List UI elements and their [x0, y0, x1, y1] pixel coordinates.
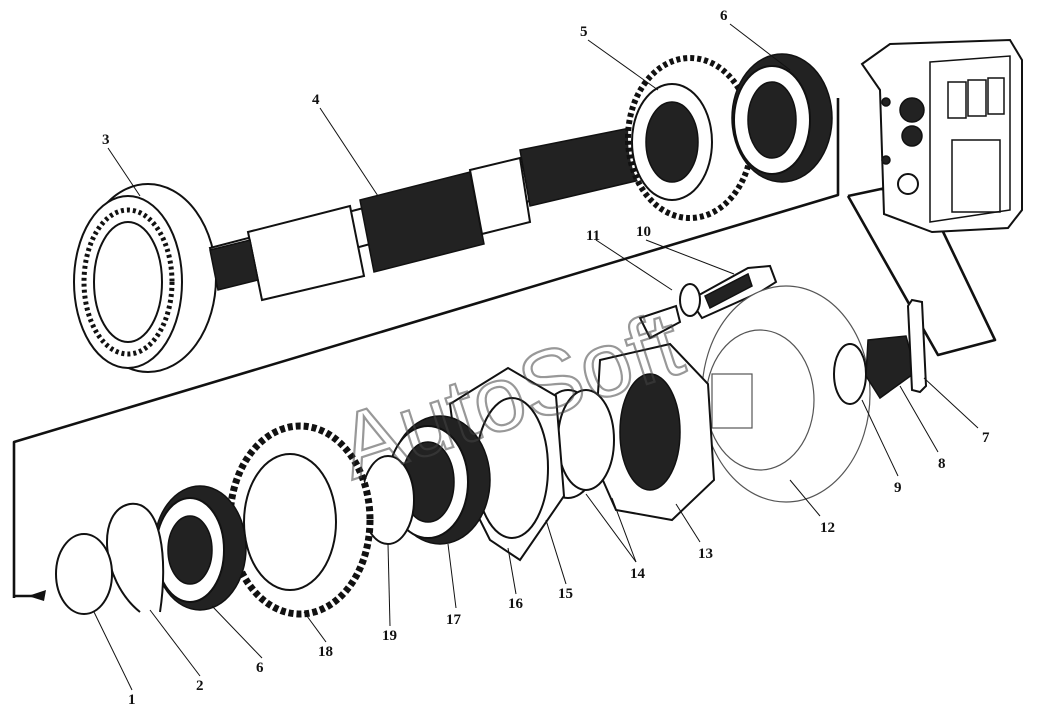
- callout-13: 13: [698, 546, 713, 562]
- bearing-bottom: [153, 485, 247, 611]
- retaining-ring: [55, 533, 113, 615]
- internal-gear-ring: [73, 183, 217, 373]
- callout-7: 7: [982, 430, 990, 446]
- callout-14: 14: [630, 566, 646, 582]
- callout-6-top: 6: [720, 8, 728, 24]
- bearing-top: [731, 53, 833, 183]
- callout-12: 12: [820, 520, 835, 536]
- main-shaft: [208, 127, 654, 302]
- callout-labels: 3 4 5 6 11 10 7 8 9 12 13 14 15 16 17 19…: [102, 8, 990, 708]
- callout-11: 11: [586, 228, 600, 244]
- castle-nut: [865, 335, 917, 400]
- callout-17: 17: [446, 612, 462, 628]
- flange: [701, 285, 871, 503]
- leader-lines: [93, 23, 979, 691]
- callout-19: 19: [382, 628, 397, 644]
- bolt: [679, 264, 778, 320]
- callout-6-bottom: 6: [256, 660, 264, 676]
- callout-5: 5: [580, 24, 588, 40]
- bearing-lower: [387, 415, 491, 545]
- callout-8: 8: [938, 456, 946, 472]
- gearbox-housing: [860, 38, 1023, 234]
- callout-9: 9: [894, 480, 902, 496]
- spring-washer: [638, 304, 682, 340]
- lower-gear: [226, 422, 374, 618]
- callout-2: 2: [196, 678, 204, 694]
- callout-1: 1: [128, 692, 136, 708]
- callout-10: 10: [636, 224, 651, 240]
- snap-ring: [106, 502, 165, 613]
- callout-16: 16: [508, 596, 524, 612]
- washer: [833, 343, 867, 405]
- callout-18: 18: [318, 644, 333, 660]
- callout-3: 3: [102, 132, 110, 148]
- callout-15: 15: [558, 586, 573, 602]
- shaft-gear: [625, 55, 755, 221]
- cotter-pin: [906, 298, 928, 394]
- callout-4: 4: [312, 92, 320, 108]
